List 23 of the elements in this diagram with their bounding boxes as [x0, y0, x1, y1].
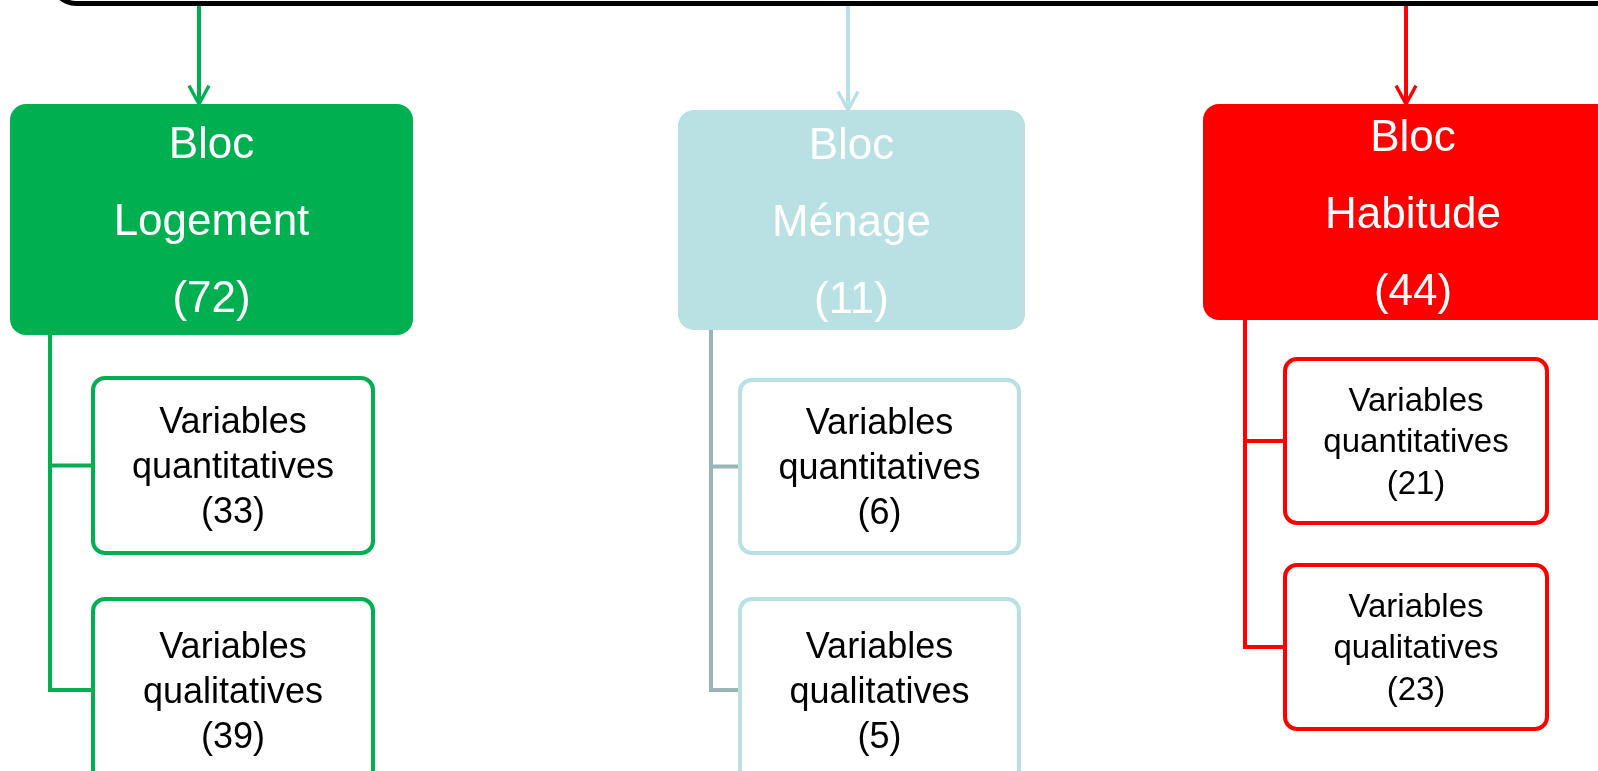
- block-title: Bloc Logement (72): [112, 117, 311, 323]
- variable-count: Variables quantitatives (6): [777, 400, 982, 534]
- block-title: Bloc Habitude (44): [1323, 109, 1503, 316]
- variable-count: Variables qualitatives (39): [141, 623, 325, 758]
- block-box: [1203, 104, 1598, 320]
- variable-box: [1283, 357, 1549, 525]
- connector-line: [48, 335, 91, 692]
- variable-count: Variables quantitatives (21): [1322, 380, 1510, 503]
- block-box: [10, 104, 413, 335]
- variable-count: Variables quantitatives (33): [130, 399, 336, 533]
- connector-line: [709, 330, 738, 692]
- variable-box: [738, 597, 1021, 771]
- variable-box: [1283, 563, 1549, 731]
- variable-box: [91, 597, 375, 771]
- arrow: [1394, 6, 1418, 106]
- variable-count: Variables qualitatives (5): [788, 623, 971, 758]
- block-title: Bloc Ménage (11): [771, 117, 932, 324]
- arrow: [836, 6, 860, 112]
- variable-box: [91, 376, 375, 555]
- variable-count: Variables qualitatives (23): [1332, 586, 1500, 709]
- variable-box: [738, 378, 1021, 555]
- block-box: [678, 110, 1025, 330]
- arrow: [187, 6, 211, 106]
